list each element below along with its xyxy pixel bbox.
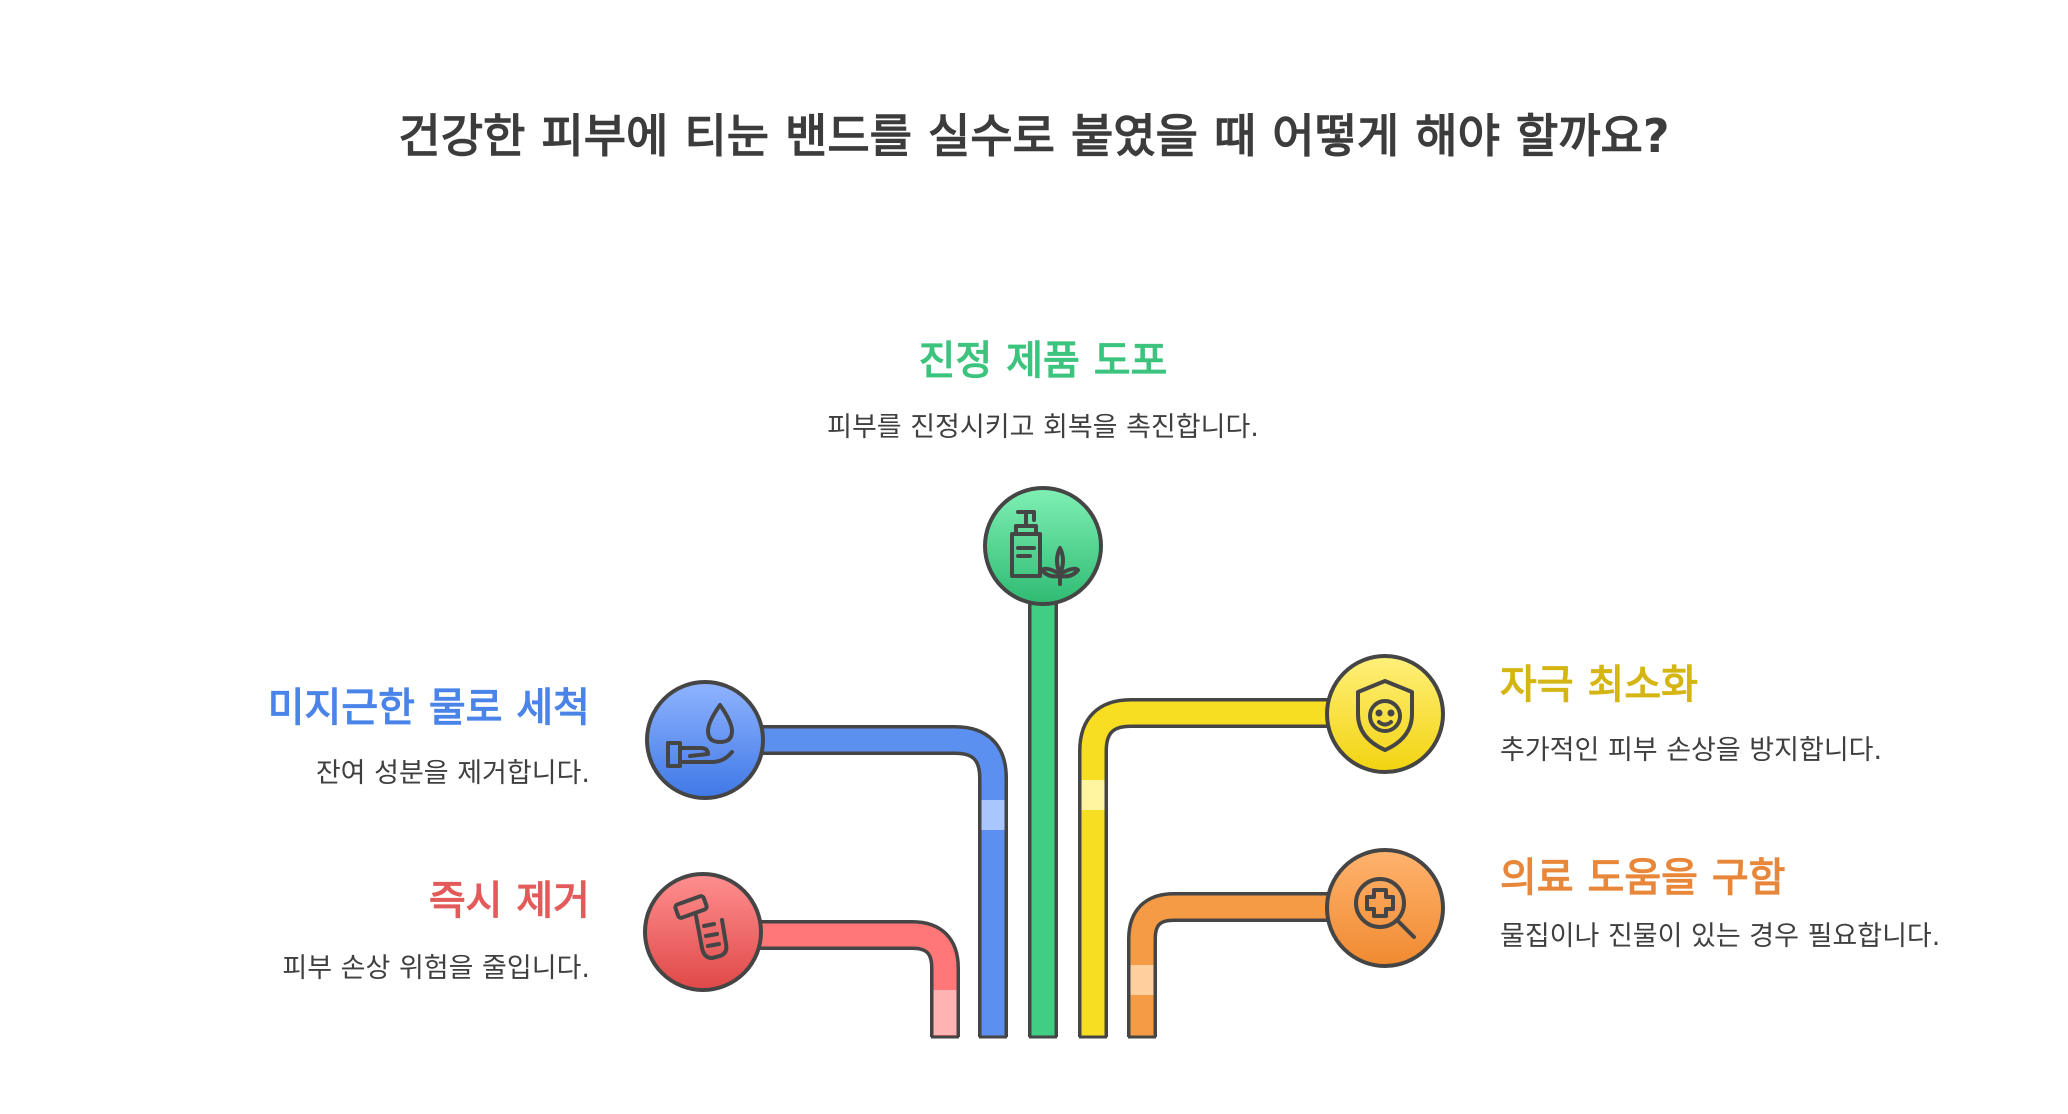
lotion-pump-leaf-icon [1010, 510, 1080, 586]
branch-wash [700, 725, 1008, 1039]
soothe-desc: 피부를 진정시키고 회복을 촉진합니다. [827, 412, 1259, 443]
wash-title: 미지근한 물로 세척 [267, 685, 590, 731]
node-irritation [1325, 654, 1445, 774]
irritation-desc: 추가적인 피부 손상을 방지합니다. [1500, 735, 1883, 766]
shield-face-icon [1356, 679, 1414, 752]
branch-soothe [1028, 560, 1058, 1039]
page-title: 건강한 피부에 티눈 밴드를 실수로 붙였을 때 어떻게 해야 할까요? [398, 109, 1670, 163]
node-soothe [983, 486, 1103, 606]
medical-search-icon [1354, 877, 1416, 939]
medical-title: 의료 도움을 구함 [1500, 855, 1786, 901]
medical-desc: 물집이나 진물이 있는 경우 필요합니다. [1500, 921, 1941, 952]
remove-title: 즉시 제거 [428, 878, 590, 924]
remove-desc: 피부 손상 위험을 줄입니다. [282, 953, 590, 984]
wash-desc: 잔여 성분을 제거합니다. [315, 758, 590, 789]
peeling-hand-icon [673, 894, 729, 960]
irritation-title: 자극 최소화 [1500, 662, 1698, 708]
soothe-title: 진정 제품 도포 [918, 338, 1168, 384]
branch-irritation [1078, 698, 1390, 1039]
node-medical [1325, 848, 1445, 968]
branch-medical [1127, 892, 1390, 1039]
water-drop-hand-icon [666, 703, 734, 768]
node-wash [645, 680, 765, 800]
branch-remove [700, 920, 960, 1039]
node-remove [643, 872, 763, 992]
